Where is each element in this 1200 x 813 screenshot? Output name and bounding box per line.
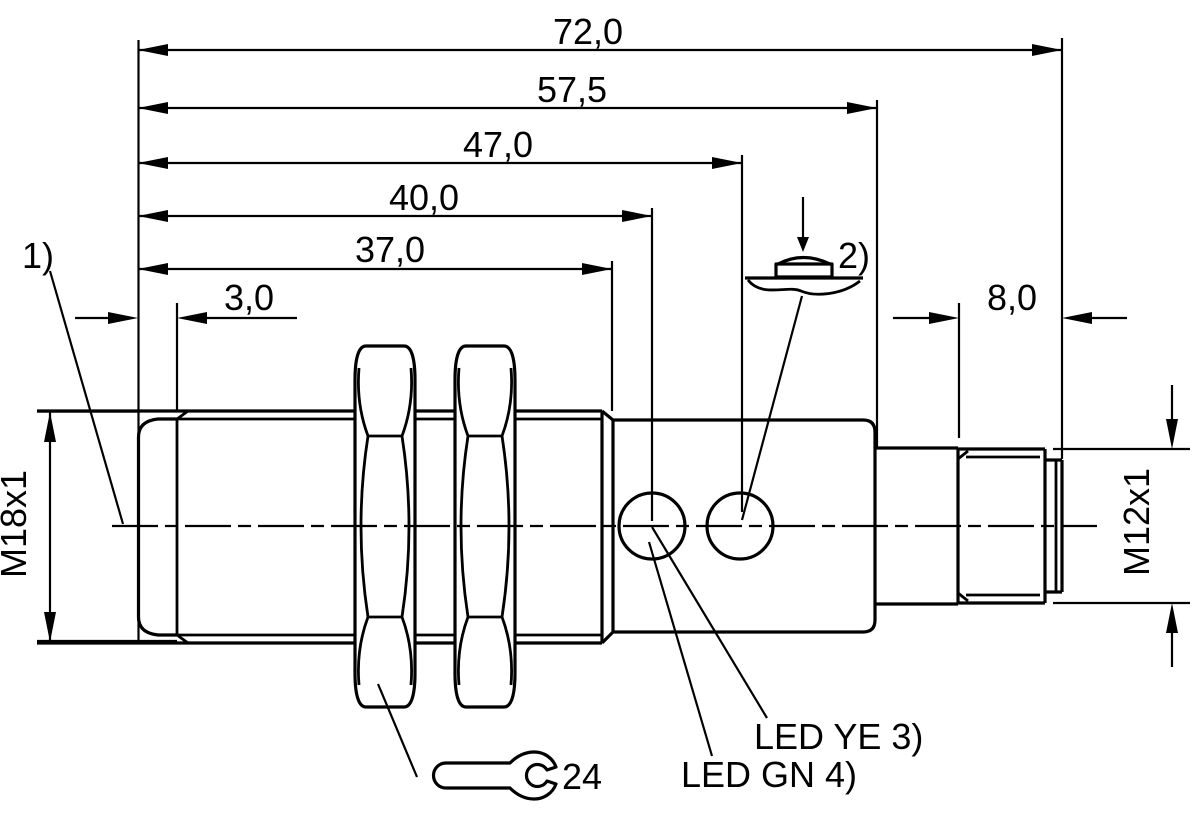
arrowhead-right-icon	[622, 210, 652, 222]
dim-label-47: 47,0	[463, 124, 533, 165]
dimension-40: 40,0	[138, 177, 652, 222]
led-window-yellow	[705, 491, 775, 561]
leader-led-green	[647, 541, 714, 757]
arrowhead-left-icon	[138, 157, 168, 169]
arrowhead-right-icon	[929, 312, 959, 324]
leader-note2	[740, 295, 804, 521]
note1-label: 1)	[22, 235, 54, 276]
open-end-wrench-icon	[431, 750, 558, 801]
nut-upper-face-arcs	[457, 367, 513, 437]
m12-chamfer-top	[957, 449, 969, 461]
arrowhead-right-icon	[582, 263, 612, 275]
nut-upper-face-arcs	[357, 367, 413, 437]
leader-led-yellow	[651, 526, 768, 719]
thread-runout-bottom	[176, 633, 189, 645]
leader-wrench	[376, 683, 419, 778]
extension-lines	[137, 38, 1064, 642]
note2-label: 2)	[838, 235, 870, 276]
break-wave-line	[746, 279, 861, 296]
thread-runout-top	[176, 409, 189, 421]
thread-label-m12: M12x1	[1116, 468, 1157, 576]
screw-dome	[777, 255, 831, 266]
led-window-green	[617, 491, 687, 561]
dim-label-40: 40,0	[389, 177, 459, 218]
flange-chamfer-bottom	[600, 630, 615, 645]
dim-label-3: 3,0	[224, 277, 274, 318]
arrowhead-down-icon	[1166, 419, 1178, 449]
dimension-m12: M12x1	[1053, 385, 1190, 667]
dim-label-57-5: 57,5	[537, 69, 607, 110]
m12-chamfer-bottom	[957, 591, 969, 603]
leader-lines	[48, 270, 804, 778]
dimension-72: 72,0	[138, 11, 1062, 56]
arrowhead-right-icon	[712, 157, 742, 169]
wrench-size-label: 24	[562, 756, 602, 797]
arrowhead-left-icon	[138, 102, 168, 114]
thread-label-m18: M18x1	[0, 470, 34, 578]
arrowhead-right-icon	[108, 312, 138, 324]
nut-lower-face-arcs	[457, 616, 513, 686]
nut-lower-face-arcs	[357, 616, 413, 686]
dim-label-72: 72,0	[553, 11, 623, 52]
arrowhead-up-icon	[44, 412, 56, 442]
dimension-37: 37,0	[138, 229, 612, 275]
leader-note1	[48, 270, 125, 525]
arrowhead-left-icon	[177, 312, 207, 324]
dim-label-37: 37,0	[355, 229, 425, 270]
arrowhead-left-icon	[138, 44, 168, 56]
adjustment-screw-symbol	[745, 197, 863, 296]
down-arrow-icon	[797, 237, 809, 252]
dimension-3: 3,0	[75, 277, 297, 324]
arrowhead-right-icon	[847, 102, 877, 114]
led-green-label: LED GN 4)	[681, 754, 857, 795]
led-yellow-label: LED YE 3)	[754, 716, 923, 757]
arrowhead-up-icon	[1166, 603, 1178, 633]
wrench-symbol: 24	[431, 750, 602, 801]
flange-chamfer-top	[600, 409, 615, 422]
dim-label-8: 8,0	[987, 277, 1037, 318]
dimension-47: 47,0	[138, 124, 742, 169]
dimension-57-5: 57,5	[138, 69, 877, 114]
arrowhead-right-icon	[1032, 44, 1062, 56]
arrowhead-left-icon	[138, 210, 168, 222]
arrowhead-left-icon	[138, 263, 168, 275]
dimension-m18: M18x1	[0, 410, 177, 643]
arrowhead-left-icon	[1062, 312, 1092, 324]
arrowhead-down-icon	[44, 612, 56, 642]
dimension-8: 8,0	[893, 277, 1127, 324]
screw-slot-head	[774, 262, 834, 279]
